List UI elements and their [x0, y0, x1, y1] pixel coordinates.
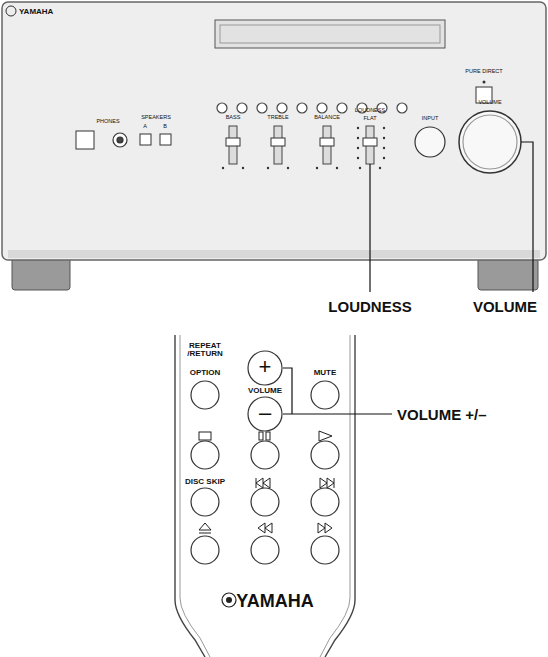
scale-dot	[316, 167, 318, 169]
remote-button	[251, 488, 279, 516]
slider-knob	[320, 138, 334, 146]
control-label: PURE DIRECT	[465, 69, 502, 75]
display-window	[220, 25, 440, 43]
pause-symbol	[259, 432, 263, 440]
scale-dot	[222, 167, 224, 169]
button-label: OPTION	[190, 369, 221, 377]
scale-dot	[357, 137, 359, 139]
speaker-button	[140, 134, 151, 145]
logo-emblem	[6, 6, 16, 16]
remote-button	[251, 441, 279, 469]
callout-label: LOUDNESS	[328, 299, 411, 314]
callout-label: VOLUME	[473, 299, 537, 314]
scale-dot	[287, 167, 289, 169]
panel-shade	[8, 250, 540, 258]
volume-up-button	[248, 351, 282, 385]
remote-button	[251, 536, 279, 564]
eject-symbol	[199, 523, 211, 533]
option-button	[191, 381, 219, 409]
slider-knob	[226, 138, 240, 146]
brand-logo: YAMAHA	[236, 592, 313, 610]
remote-button	[311, 488, 339, 516]
remote-outline	[180, 335, 350, 657]
scale-dot	[242, 167, 244, 169]
button-symbol: –	[259, 402, 271, 424]
scale-dot	[383, 147, 385, 149]
button-label: MUTE	[314, 369, 337, 377]
remote-outline	[175, 335, 355, 657]
skip-back-symbol	[256, 478, 270, 488]
select-button	[257, 103, 267, 113]
control-label: A	[143, 124, 147, 130]
leader-line	[283, 368, 392, 414]
remote-button	[191, 441, 219, 469]
speaker-button	[160, 134, 171, 145]
scale-dot	[357, 127, 359, 129]
pause-symbol	[266, 432, 270, 440]
select-button	[397, 103, 407, 113]
control-label: BASS	[226, 115, 241, 121]
button-label: REPEAT /RETURN	[185, 342, 225, 358]
display-window	[215, 20, 445, 48]
control-label: BALANCE	[314, 115, 340, 121]
callout-label: VOLUME +/–	[397, 407, 487, 422]
brand-logo: YAMAHA	[19, 8, 53, 16]
foot	[478, 258, 538, 290]
select-button	[237, 103, 247, 113]
remote-button	[311, 536, 339, 564]
stop-symbol	[199, 432, 211, 440]
control-label: LOUDNESS	[355, 108, 385, 114]
control-label: FLAT	[363, 116, 376, 122]
slider-knob	[363, 138, 377, 146]
volume-knob	[459, 111, 521, 173]
phones-jack	[113, 133, 127, 147]
select-button	[217, 103, 227, 113]
control-label: PHONES	[96, 119, 119, 125]
phones-jack	[117, 137, 123, 143]
button-label: DISC SKIP	[185, 478, 225, 486]
control-label: TREBLE	[267, 115, 288, 121]
select-button	[317, 103, 327, 113]
scale-dot	[383, 157, 385, 159]
control-label: INPUT	[422, 116, 439, 122]
slider-knob	[271, 138, 285, 146]
remote-button	[311, 441, 339, 469]
control-label: SPEAKERS	[141, 115, 171, 121]
play-symbol	[319, 431, 332, 441]
leader-line	[369, 164, 370, 292]
select-button	[337, 103, 347, 113]
volume-down-button	[248, 397, 282, 431]
remote-button	[191, 488, 219, 516]
select-button	[297, 103, 307, 113]
scale-dot	[357, 147, 359, 149]
volume-knob	[463, 115, 517, 169]
fast-forward-symbol	[318, 523, 332, 533]
scale-dot	[383, 137, 385, 139]
mute-button	[311, 381, 339, 409]
rewind-symbol	[258, 523, 272, 533]
logo-emblem	[222, 593, 236, 607]
control-label: B	[163, 124, 167, 130]
scale-dot	[379, 167, 381, 169]
scale-dot	[267, 167, 269, 169]
input-knob	[415, 127, 445, 157]
logo-emblem	[226, 597, 232, 603]
scale-dot	[383, 127, 385, 129]
button-label: VOLUME	[248, 387, 282, 395]
foot	[12, 258, 70, 290]
button-symbol: +	[259, 356, 272, 378]
skip-forward-symbol	[320, 478, 334, 488]
control-label: VOLUME	[478, 100, 501, 106]
scale-dot	[357, 157, 359, 159]
front-panel	[2, 2, 546, 260]
scale-dot	[336, 167, 338, 169]
select-button	[277, 103, 287, 113]
remote-button	[191, 536, 219, 564]
power-button	[76, 131, 94, 149]
leader-line	[521, 142, 533, 292]
scale-dot	[359, 167, 361, 169]
indicator	[483, 81, 486, 84]
